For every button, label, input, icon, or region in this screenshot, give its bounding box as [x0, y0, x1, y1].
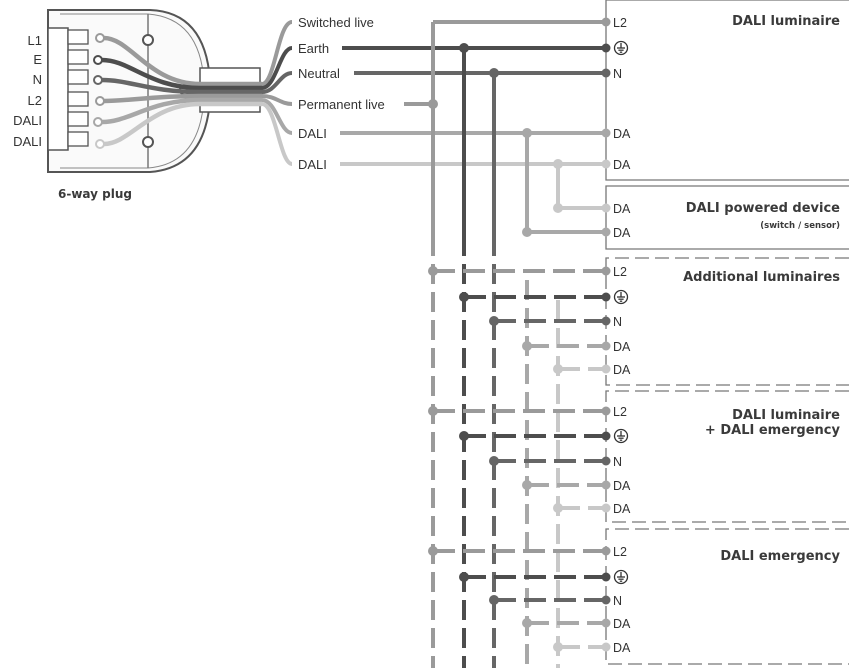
branch-taps — [433, 269, 606, 649]
pin-label-l1: L1 — [28, 33, 42, 48]
terminal-label: DA — [613, 226, 631, 240]
junction-dots — [428, 43, 563, 652]
terminal-label: DA — [613, 617, 631, 631]
terminal-label: DA — [613, 641, 631, 655]
earth-symbols — [613, 40, 629, 585]
pin-label-l2: L2 — [28, 93, 42, 108]
device-subtitle: (switch / sensor) — [760, 221, 840, 231]
terminal-label: N — [613, 315, 622, 329]
terminal-label: DA — [613, 127, 631, 141]
device-title: DALI emergency — [720, 549, 840, 564]
six-way-plug: L1 E N L2 DALI DALI 6-way plug — [13, 9, 293, 201]
pin-label-dali-2: DALI — [13, 134, 42, 149]
terminal-label: DA — [613, 340, 631, 354]
wire-label-permanent-live: Permanent live — [298, 97, 385, 112]
device-title: DALI luminaire — [732, 408, 840, 423]
terminal-label: DA — [613, 202, 631, 216]
earth-icon — [613, 289, 629, 305]
device-title: DALI luminaire — [732, 14, 840, 29]
terminal-label: L2 — [613, 16, 627, 30]
feed-wires — [340, 20, 606, 234]
terminal-label: DA — [613, 158, 631, 172]
terminal-labels: L2 N DA DA DA DA L2 N DA DA L2 N DA DA L… — [613, 16, 631, 655]
terminal-label: DA — [613, 479, 631, 493]
device-title: DALI powered device — [686, 201, 840, 216]
pin-label-n: N — [33, 72, 42, 87]
pin-label-e: E — [33, 52, 42, 67]
terminal-label: N — [613, 67, 622, 81]
earth-icon — [613, 569, 629, 585]
terminal-label: N — [613, 455, 622, 469]
device-title: Additional luminaires — [683, 270, 840, 285]
earth-icon — [613, 428, 629, 444]
device-subtitle: + DALI emergency — [705, 423, 841, 438]
device-boxes — [605, 0, 849, 665]
wire-label-dali-2: DALI — [298, 157, 327, 172]
terminal-label: L2 — [613, 545, 627, 559]
wire-label-switched-live: Switched live — [298, 15, 374, 30]
device-titles: DALI luminaire DALI powered device (swit… — [683, 14, 840, 564]
plug-caption: 6-way plug — [58, 187, 132, 201]
terminal-label: DA — [613, 502, 631, 516]
terminal-label: L2 — [613, 265, 627, 279]
pin-label-dali-1: DALI — [13, 113, 42, 128]
earth-icon — [613, 40, 629, 56]
wire-label-earth: Earth — [298, 41, 329, 56]
terminal-dots — [601, 17, 611, 652]
wire-labels: Switched live Earth Neutral Permanent li… — [298, 15, 385, 172]
wire-label-dali-1: DALI — [298, 126, 327, 141]
terminal-label: N — [613, 594, 622, 608]
terminal-label: L2 — [613, 405, 627, 419]
terminal-label: DA — [613, 363, 631, 377]
wire-label-neutral: Neutral — [298, 66, 340, 81]
